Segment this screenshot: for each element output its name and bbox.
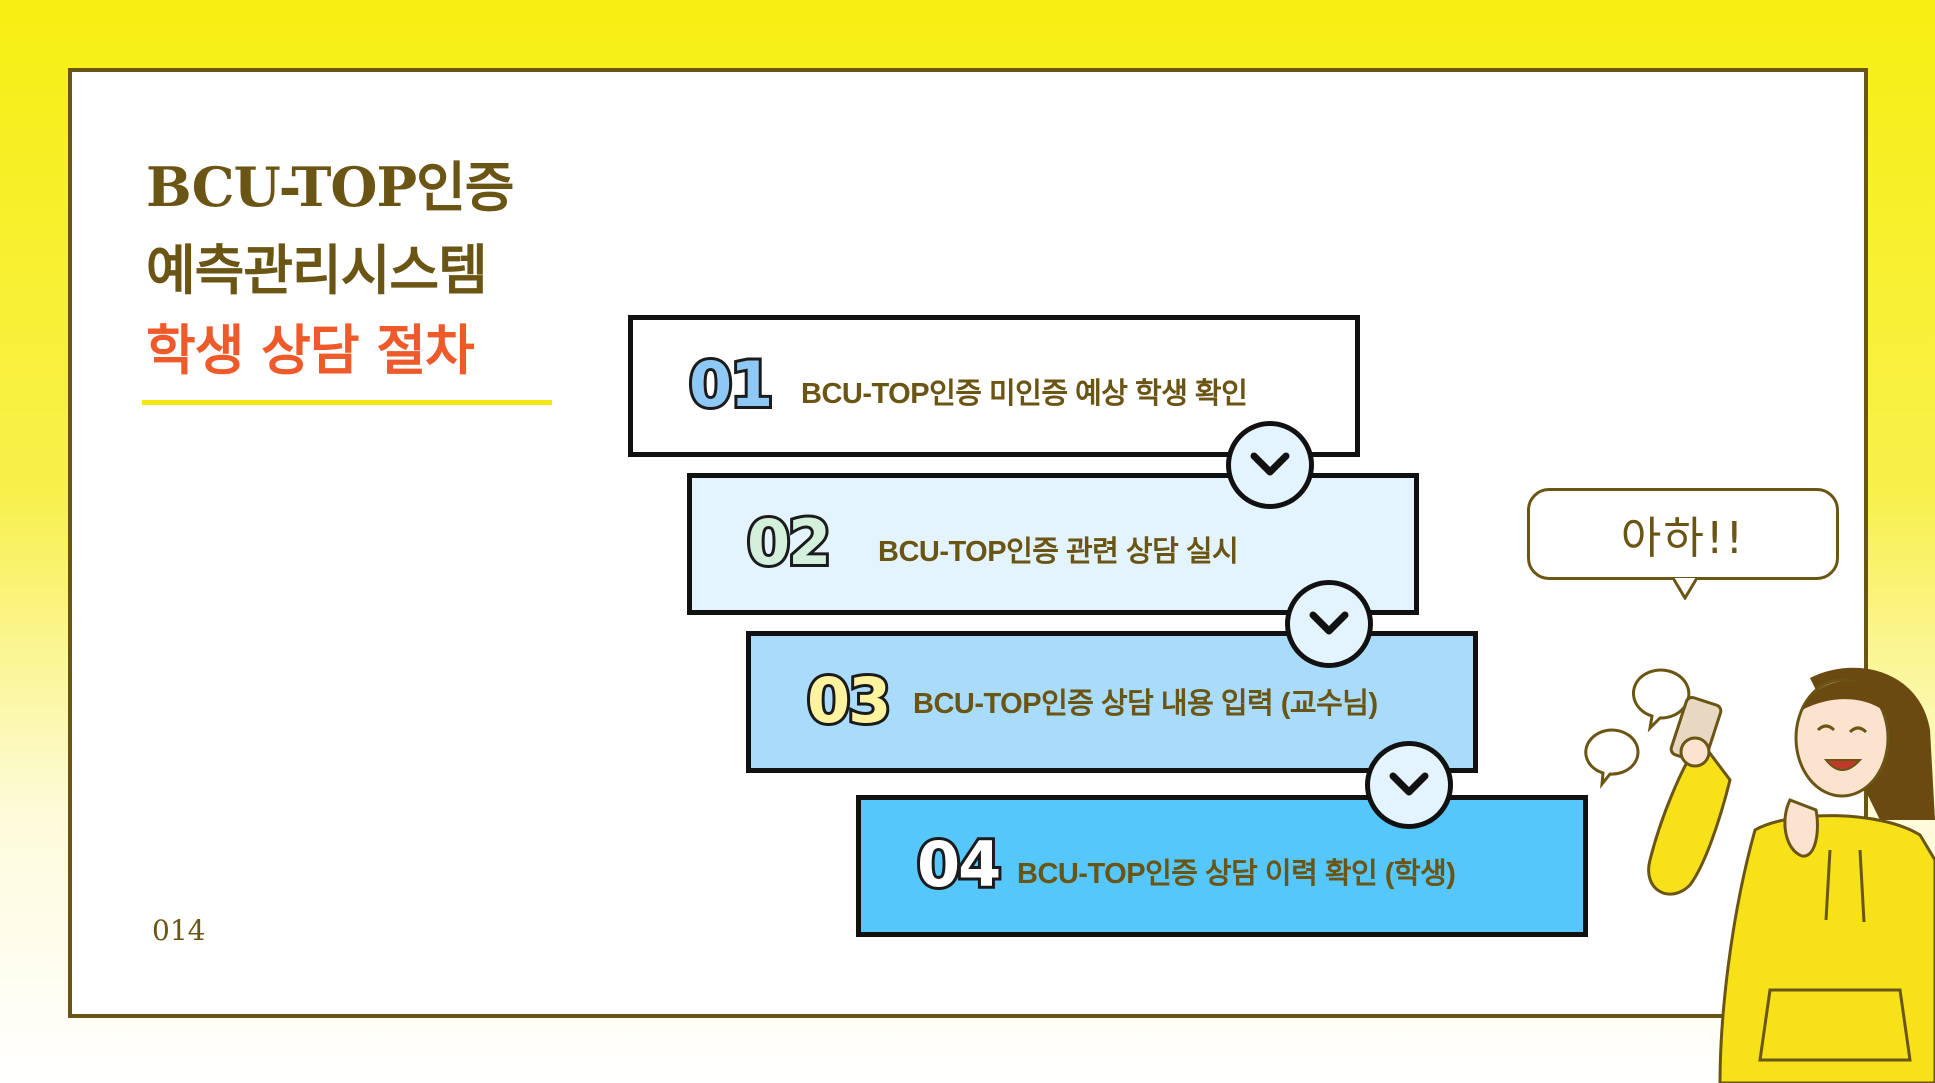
chevron-down-icon [1285, 580, 1373, 668]
chevron-down-icon [1226, 421, 1314, 509]
step-3-number: 03 [804, 664, 894, 737]
step-3-label: BCU-TOP인증 상담 내용 입력 (교수님) [913, 688, 1378, 720]
page-number: 014 [152, 914, 206, 947]
speech-bubble: 아하!! [1527, 488, 1839, 580]
title-underline [142, 400, 552, 405]
title-line-1: BCU-TOP인증 [146, 155, 514, 219]
chevron-down-icon [1365, 741, 1453, 829]
step-1-label: BCU-TOP인증 미인증 예상 학생 확인 [801, 378, 1248, 410]
title-line-3: 학생 상담 절차 [146, 318, 475, 382]
person-illustration [1584, 667, 1935, 1083]
step-1: 01 BCU-TOP인증 미인증 예상 학생 확인 [628, 315, 1360, 457]
step-2-number: 02 [744, 506, 834, 579]
title-line-2: 예측관리시스템 [146, 238, 488, 302]
step-4-number: 04 [914, 828, 1004, 901]
step-2-label: BCU-TOP인증 관련 상담 실시 [878, 536, 1239, 568]
speech-bubble-text: 아하!! [1620, 513, 1746, 564]
step-3: 03 BCU-TOP인증 상담 내용 입력 (교수님) [746, 631, 1478, 773]
step-1-number: 01 [686, 348, 776, 421]
speech-bubble-tail-icon [1673, 577, 1697, 600]
step-4-label: BCU-TOP인증 상담 이력 확인 (학생) [1017, 858, 1456, 890]
step-4: 04 BCU-TOP인증 상담 이력 확인 (학생) [856, 795, 1588, 937]
